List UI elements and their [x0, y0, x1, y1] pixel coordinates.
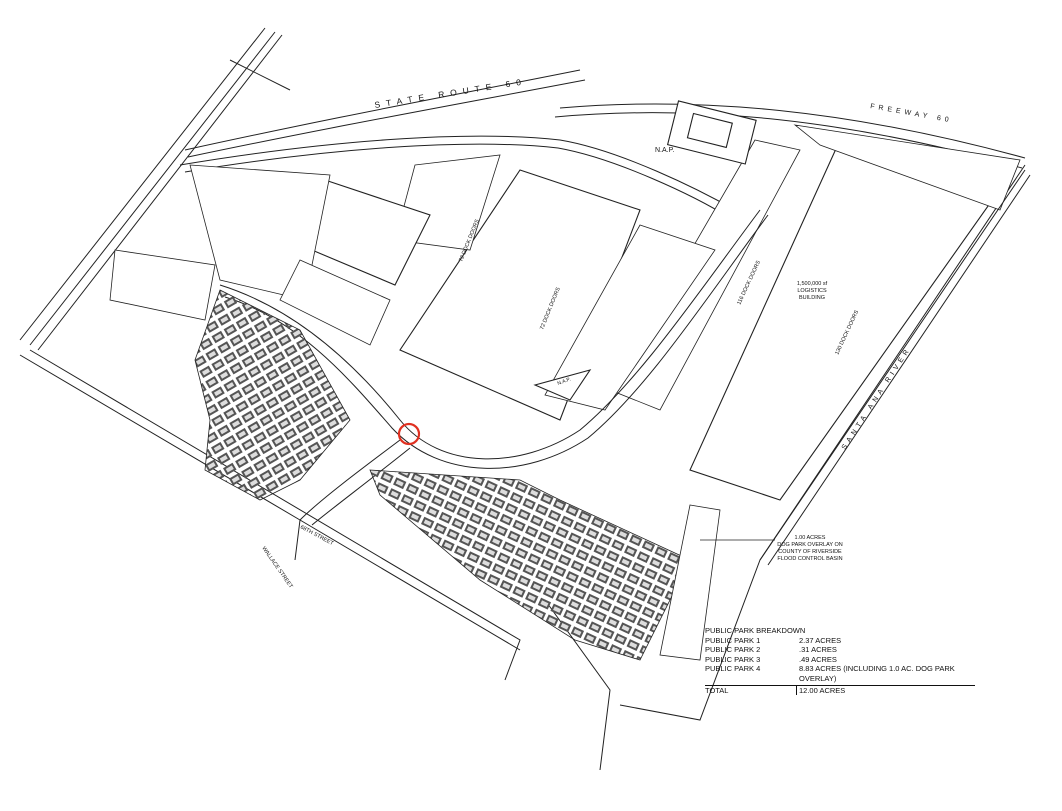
residential-area-west — [194, 289, 351, 501]
wallace-street-label: WALLACE STREET — [260, 546, 294, 590]
dock-label-3: 116 DOCK DOORS — [736, 260, 762, 306]
dog-park-note: 1.00 ACRES DOG PARK OVERLAY ON COUNTY OF… — [777, 535, 842, 562]
legend-total-value: 12.00 ACRES — [796, 685, 975, 696]
public-park-legend: PUBLIC PARK BREAKDOWN PUBLIC PARK 1 2.37… — [705, 626, 975, 696]
legend-title: PUBLIC PARK BREAKDOWN — [705, 626, 806, 635]
building-use-label: LOGISTICS — [797, 288, 827, 294]
legend-row-value: 2.37 ACRES — [799, 635, 842, 645]
legend-row-name: PUBLIC PARK 3 — [705, 654, 761, 664]
west-arterial — [19, 27, 291, 351]
legend-row-name: PUBLIC PARK 1 — [705, 635, 761, 645]
legend-total-row: TOTAL 12.00 ACRES — [705, 684, 975, 696]
legend-row: PUBLIC PARK 3 .49 ACRES — [705, 655, 975, 665]
main-boulevard — [219, 209, 769, 526]
legend-row-name: PUBLIC PARK 2 — [705, 645, 761, 655]
building-type-label: BUILDING — [799, 295, 825, 301]
freeway-corridor — [179, 69, 1026, 219]
legend-row-name: PUBLIC PARK 4 — [705, 664, 761, 674]
dog-park-acres: 1.00 ACRES — [795, 535, 826, 541]
68th-street-label: 68TH STREET — [299, 524, 335, 547]
legend-row: PUBLIC PARK 2 .31 ACRES — [705, 645, 975, 655]
legend-total-label: TOTAL — [705, 685, 729, 695]
legend-row: PUBLIC PARK 4 8.83 ACRES (INCLUDING 1.0 … — [705, 664, 975, 683]
building-area-label: 1,500,000 sf — [797, 281, 828, 287]
nap-label-2: N.A.P. — [557, 377, 572, 387]
nap-label-1: N.A.P. — [655, 147, 674, 154]
legend-row-value: .49 ACRES — [799, 654, 837, 664]
legend-row-value: .31 ACRES — [799, 645, 837, 655]
dog-park-basin — [659, 504, 721, 661]
dog-park-basin-label: FLOOD CONTROL BASIN — [777, 556, 842, 562]
freeway-label: FREEWAY 60 — [870, 103, 953, 124]
residential-area-south — [369, 469, 691, 661]
legend-row-value: 8.83 ACRES (INCLUDING 1.0 AC. DOG PARK O… — [799, 664, 955, 683]
dog-park-overlay: DOG PARK OVERLAY ON — [777, 542, 842, 548]
legend-row: PUBLIC PARK 1 2.37 ACRES — [705, 636, 975, 646]
dog-park-county: COUNTY OF RIVERSIDE — [778, 549, 842, 555]
roundabout — [397, 422, 421, 446]
logistics-building-label: 1,500,000 sf LOGISTICS BUILDING — [797, 281, 828, 301]
